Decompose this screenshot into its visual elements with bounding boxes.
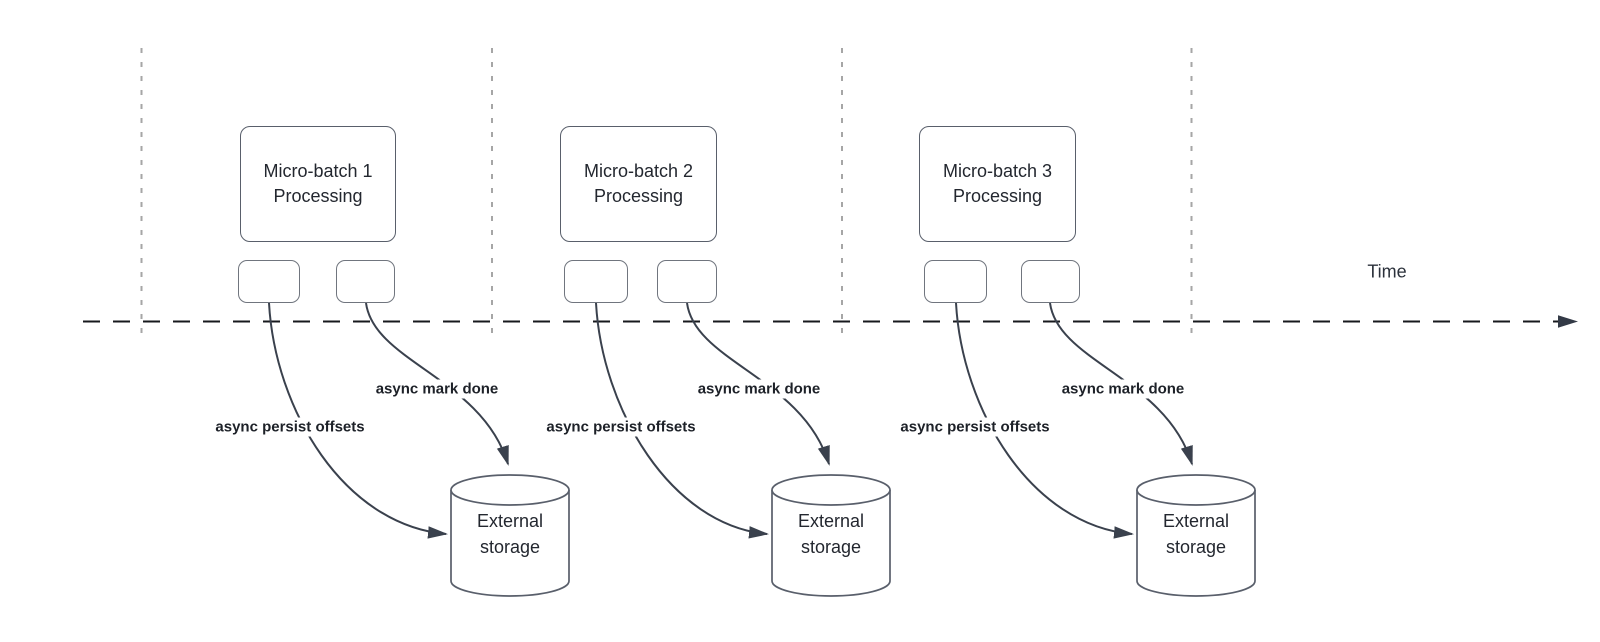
cylinder-top (450, 474, 570, 506)
cylinder-top (1136, 474, 1256, 506)
mark-done-arrow-1 (365, 302, 509, 466)
persist-task-box-1 (238, 260, 300, 303)
cylinder-body (1136, 490, 1256, 597)
external-storage-label-2: External storage (797, 510, 865, 557)
persist-offsets-arrow-3 (955, 302, 1134, 539)
mark-done-arrow-3 (1049, 302, 1193, 466)
external-storage-label-3: External storage (1162, 510, 1230, 557)
cylinder-body (450, 490, 570, 597)
persist-task-box-2 (564, 260, 628, 303)
done-task-box-2 (657, 260, 717, 303)
mark-done-label-3: async mark done (1057, 379, 1189, 399)
persist-offsets-label-2: async persist offsets (542, 417, 700, 437)
micro-batch-box-1: Micro-batch 1 Processing (240, 126, 396, 242)
external-storage-cylinder-3 (1136, 474, 1256, 597)
mark-done-label-1: async mark done (371, 379, 503, 399)
time-axis-label: Time (1367, 261, 1407, 282)
persist-offsets-arrow-1 (268, 302, 448, 539)
external-storage-cylinder-1 (450, 474, 570, 597)
done-task-box-1 (336, 260, 395, 303)
done-task-box-3 (1021, 260, 1080, 303)
persist-offsets-label-3: async persist offsets (896, 417, 1054, 437)
micro-batch-box-3: Micro-batch 3 Processing (919, 126, 1076, 242)
micro-batch-box-2: Micro-batch 2 Processing (560, 126, 717, 242)
cylinder-body (771, 490, 891, 597)
mark-done-label-2: async mark done (693, 379, 825, 399)
cylinder-top (771, 474, 891, 506)
persist-task-box-3 (924, 260, 987, 303)
persist-offsets-arrow-2 (595, 302, 769, 539)
external-storage-label-1: External storage (476, 510, 544, 557)
mark-done-arrow-2 (686, 302, 830, 466)
external-storage-cylinder-2 (771, 474, 891, 597)
persist-offsets-label-1: async persist offsets (211, 417, 369, 437)
